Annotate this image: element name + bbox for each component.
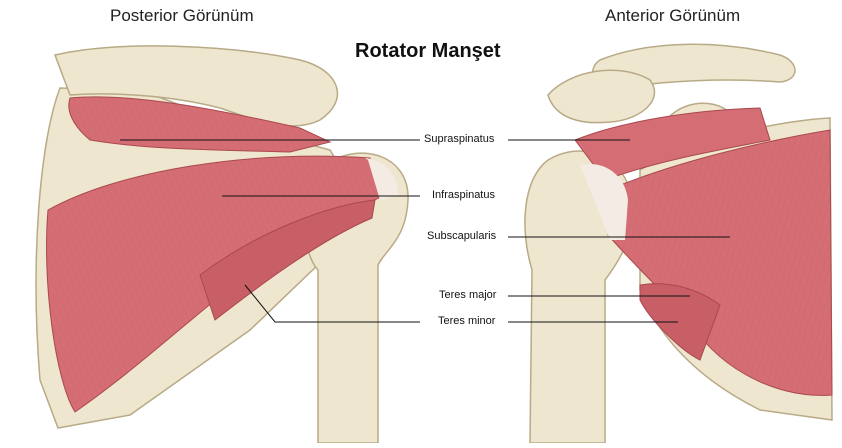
label-teres-minor: Teres minor (436, 315, 497, 328)
posterior-view (36, 46, 408, 443)
anterior-acromion (548, 70, 654, 122)
anterior-view-title: Anterior Görünüm (605, 6, 740, 26)
diagram-title: Rotator Manşet (355, 40, 501, 63)
label-supraspinatus: Supraspinatus (422, 133, 496, 146)
label-subscapularis: Subscapularis (425, 230, 498, 243)
label-infraspinatus: Infraspinatus (430, 189, 497, 202)
label-teres-major: Teres major (437, 289, 498, 302)
anterior-view (525, 44, 832, 443)
posterior-view-title: Posterior Görünüm (110, 6, 254, 26)
